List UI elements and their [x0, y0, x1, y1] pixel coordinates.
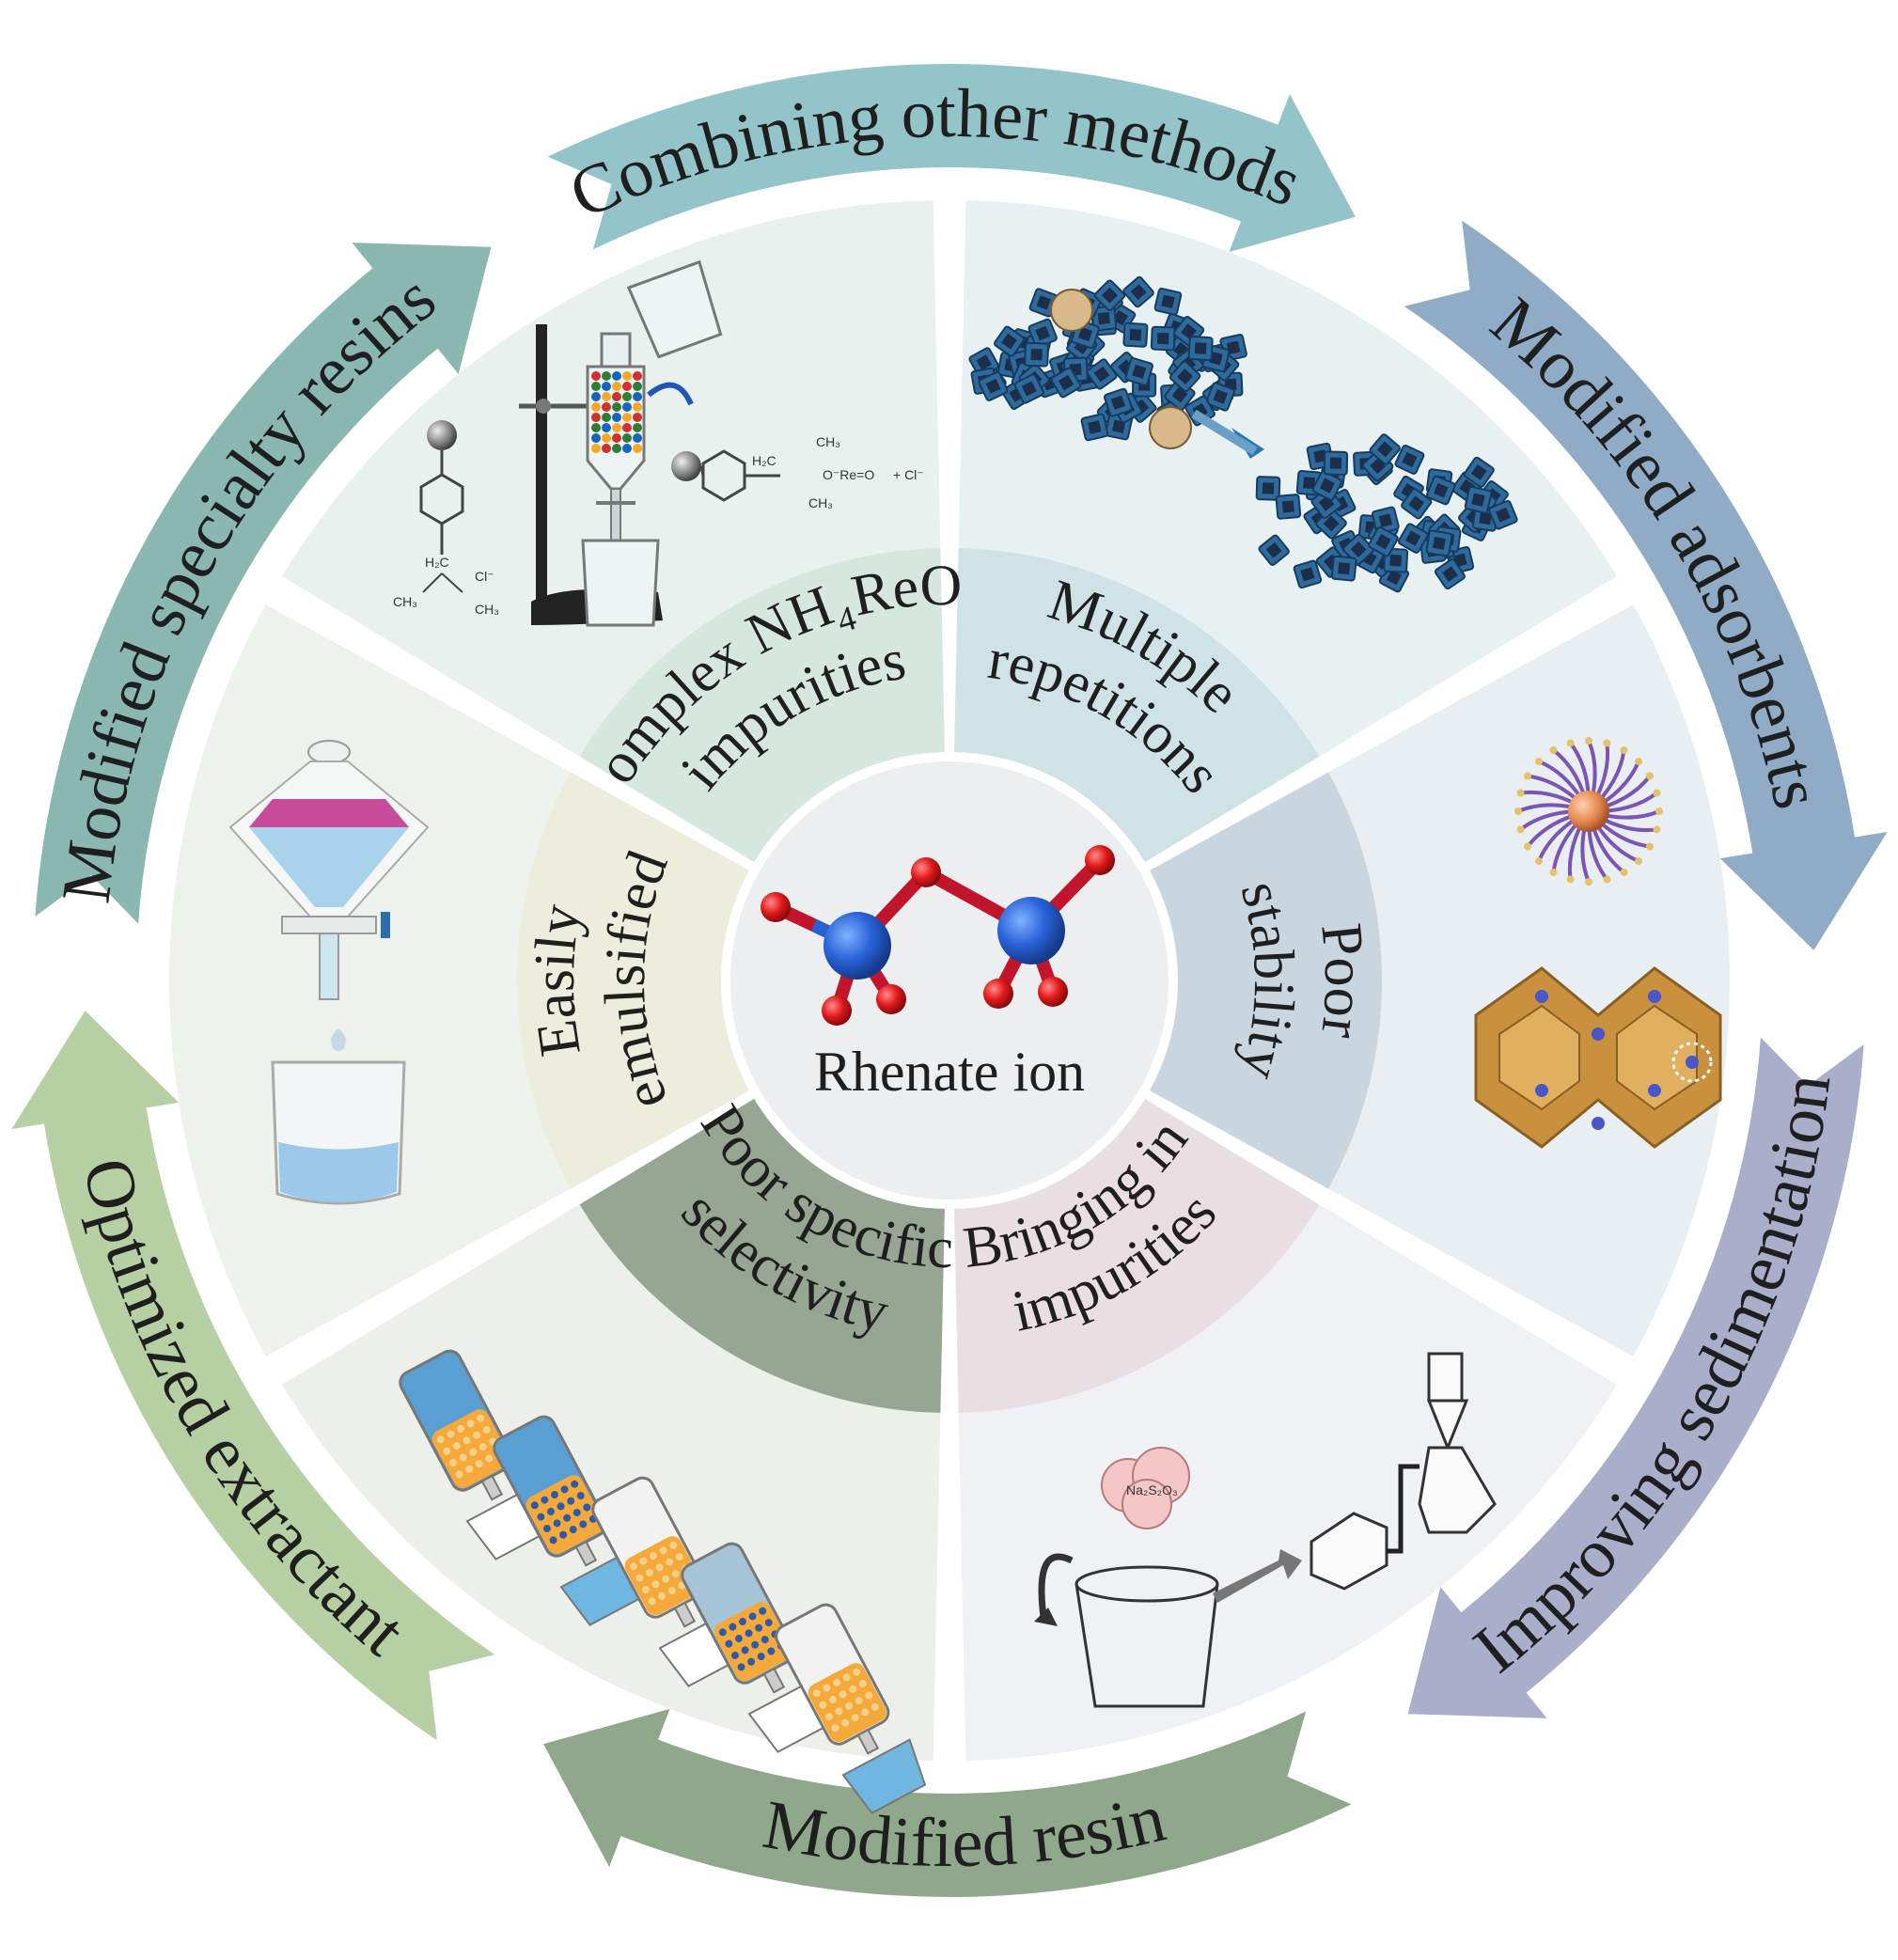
- o-atom: [1085, 845, 1115, 875]
- inner-segment-bottom-left: [579, 1097, 945, 1413]
- cube-cluster-sparse: [1255, 433, 1518, 593]
- cube-cluster-dense: [968, 275, 1247, 449]
- svg-text:CH₃: CH₃: [393, 594, 417, 609]
- outer-arrow-bottom-right: [1407, 1037, 1864, 1718]
- outer-arrow-right: [1404, 220, 1888, 950]
- svg-text:H₂C: H₂C: [752, 453, 776, 468]
- illustration-columns: [399, 1349, 927, 1814]
- framework: [1474, 966, 1722, 1149]
- inner-segment-top-right: [954, 548, 1320, 864]
- outer-arrow-left: [11, 1011, 495, 1741]
- illustration-sedimentation: Na₂S₂O₃: [1034, 1352, 1497, 1708]
- outer-arrow-bottom-left: [543, 1708, 1352, 1898]
- re-atom-1: [824, 912, 891, 980]
- svg-text:CH₃: CH₃: [808, 495, 833, 510]
- o-atom: [1038, 977, 1068, 1007]
- o-atom: [983, 979, 1013, 1009]
- svg-text:CH₃: CH₃: [816, 434, 840, 449]
- o-atom: [761, 892, 791, 922]
- center-hub: Rhenate ion: [721, 752, 1178, 1209]
- outer-arrows: [11, 64, 1888, 1898]
- center-label: Rhenate ion: [814, 1041, 1085, 1103]
- svg-text:Cl⁻: Cl⁻: [475, 569, 494, 584]
- inner-segment-right: [1147, 772, 1382, 1189]
- inner-ring: [516, 548, 1382, 1413]
- inner-label-left: Easily: [523, 901, 593, 1060]
- illustration-separatory-funnel: [228, 740, 430, 1205]
- svg-text:Na₂S₂O₃: Na₂S₂O₃: [1126, 1482, 1178, 1497]
- outer-arrow-top-right: [547, 64, 1356, 253]
- inner-segment-left: [516, 772, 752, 1189]
- re-atom-2: [997, 897, 1065, 964]
- illustration-resin-column: H₂C Cl⁻ CH₃ CH₃ H₂C CH₃ O⁻Re=O + Cl⁻ CH₃: [393, 259, 924, 627]
- rhenate-molecule: [761, 845, 1115, 1026]
- inner-label-right: Poor: [1309, 920, 1376, 1042]
- inner-segment-bottom-right: [954, 1097, 1320, 1413]
- illustration-adsorbents: [1474, 737, 1722, 1149]
- svg-text:H₂C: H₂C: [425, 555, 449, 570]
- illustration-nanocubes: [968, 275, 1518, 593]
- svg-text:O⁻Re=O: O⁻Re=O: [823, 467, 874, 482]
- svg-text:+ Cl⁻: + Cl⁻: [893, 467, 924, 482]
- o-atom: [876, 984, 906, 1014]
- o-atom: [822, 996, 852, 1026]
- o-atom: [911, 857, 941, 887]
- svg-text:CH₃: CH₃: [475, 602, 499, 617]
- inner-segment-top-left: [579, 548, 945, 864]
- outer-arrow-top-left: [35, 243, 492, 924]
